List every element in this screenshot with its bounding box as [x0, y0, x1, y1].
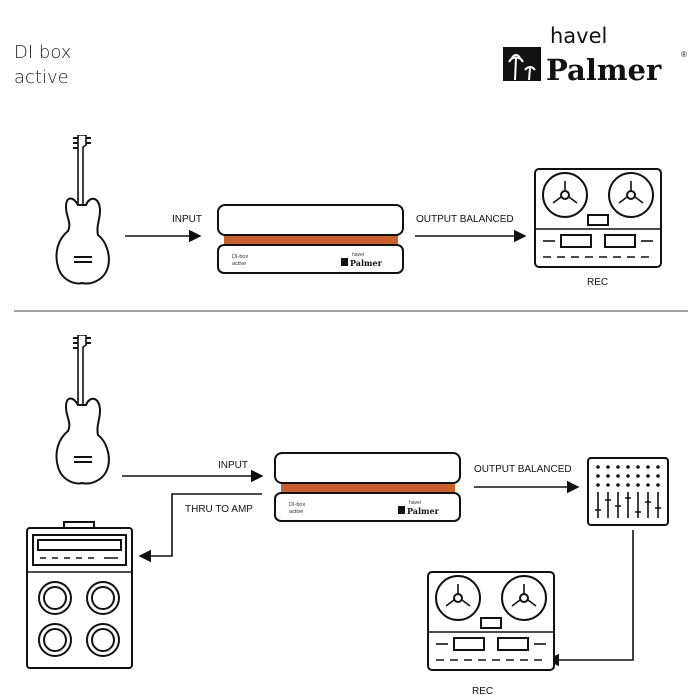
device-brand: Palmer	[350, 258, 383, 268]
di-box-device: DI-box active havel Palmer	[274, 452, 461, 522]
recorder-arrow	[546, 530, 634, 667]
thru-label: THRU TO AMP	[185, 504, 253, 515]
palmer-logo: havel Palmer ®	[503, 24, 687, 87]
logo-palmer: Palmer	[546, 53, 662, 87]
tape-recorder-icon	[534, 168, 662, 268]
device-label: active	[232, 261, 246, 267]
mixer-icon	[587, 457, 669, 526]
amplifier-icon	[26, 521, 133, 669]
output-label: OUTPUT BALANCED	[416, 214, 514, 225]
recorder-label: REC	[472, 686, 493, 697]
tape-recorder-icon	[427, 571, 555, 671]
output-label: OUTPUT BALANCED	[474, 464, 572, 475]
title-line2: active	[14, 67, 69, 88]
logo-havel: havel	[550, 24, 607, 48]
device-label: DI-box	[289, 502, 305, 508]
input-label: INPUT	[218, 460, 248, 471]
title-line1: DI box	[14, 42, 71, 63]
palm-tree-icon	[503, 47, 541, 81]
device-label: DI-box	[232, 254, 248, 260]
device-brand: Palmer	[407, 506, 440, 516]
recorder-label: REC	[587, 277, 608, 288]
guitar-icon	[55, 135, 110, 285]
device-brand-top: havel	[409, 500, 421, 506]
device-label: active	[289, 509, 303, 515]
di-box-device: DI-box active havel Palmer	[217, 204, 404, 274]
input-label: INPUT	[172, 214, 202, 225]
guitar-icon	[55, 335, 110, 485]
thru-arrow	[138, 493, 262, 563]
device-brand-top: havel	[352, 252, 364, 258]
logo-registered: ®	[681, 50, 687, 59]
